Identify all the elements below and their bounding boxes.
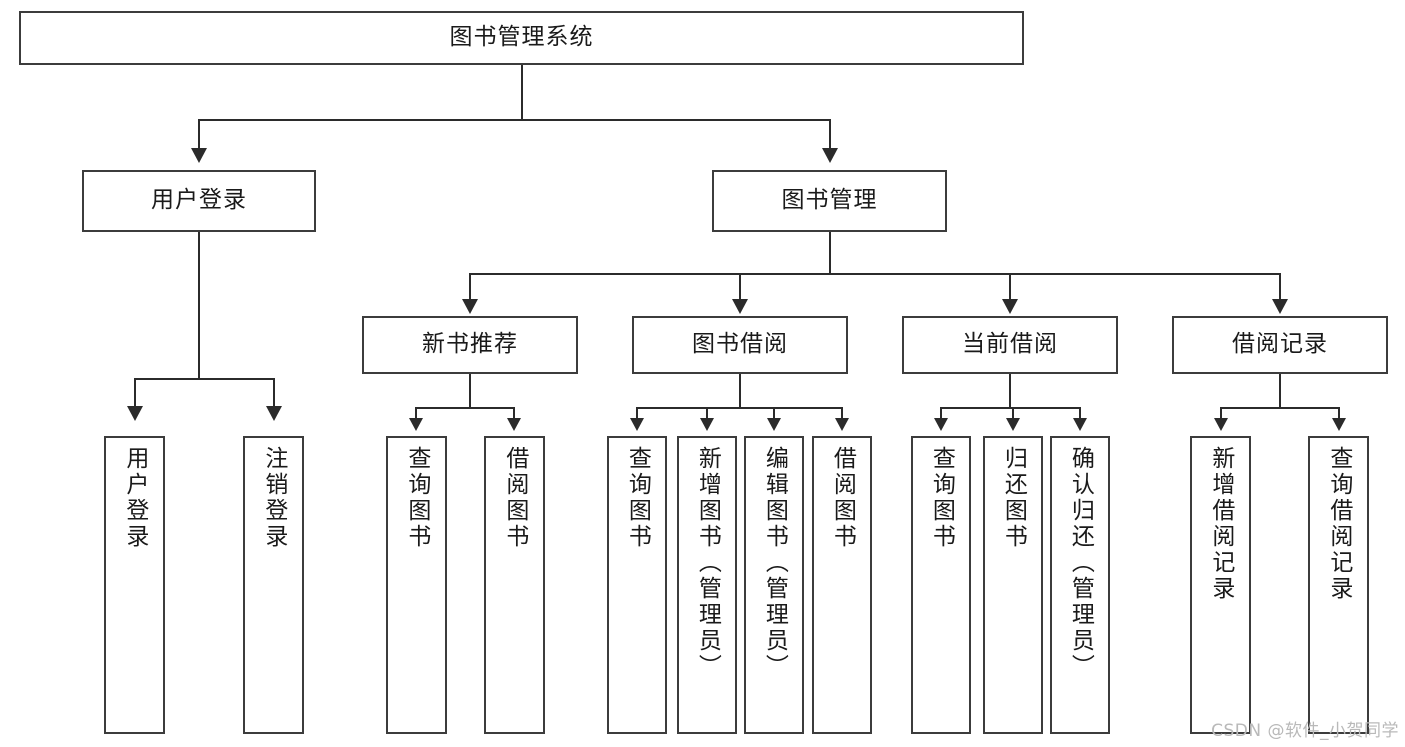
connector-record-to-leaf-2 bbox=[1338, 407, 1340, 419]
connector-recommend-to-leaf-1 bbox=[415, 407, 417, 419]
node-label: 当前借阅 bbox=[962, 331, 1058, 358]
node-label: 借阅记录 bbox=[1232, 331, 1328, 358]
node-book-borrow[interactable]: 图书借阅 bbox=[632, 316, 848, 374]
connector-book-manage-stem bbox=[829, 232, 831, 274]
connector-current-bus bbox=[940, 407, 1080, 409]
node-leaf-query-book-current[interactable]: 查询图书 bbox=[911, 436, 971, 734]
connector-record-bus bbox=[1220, 407, 1339, 409]
connector-book-manage-to-borrow bbox=[739, 273, 741, 300]
arrow-user-login-to-leaf-1 bbox=[127, 406, 143, 421]
node-leaf-query-borrow-record[interactable]: 查询借阅记录 bbox=[1308, 436, 1369, 734]
connector-root-to-book-manage bbox=[829, 119, 831, 149]
node-leaf-borrow-book[interactable]: 借阅图书 bbox=[812, 436, 872, 734]
node-leaf-borrow-book-recommend[interactable]: 借阅图书 bbox=[484, 436, 545, 734]
node-leaf-user-login[interactable]: 用户登录 bbox=[104, 436, 165, 734]
connector-record-stem bbox=[1279, 374, 1281, 408]
node-label: 图书管理系统 bbox=[449, 24, 594, 51]
connector-borrow-stem bbox=[739, 374, 741, 408]
connector-current-to-leaf-2 bbox=[1012, 407, 1014, 419]
node-label: 图书借阅 bbox=[692, 331, 788, 358]
connector-root-to-user-login bbox=[198, 119, 200, 149]
connector-user-login-to-leaf-1 bbox=[134, 378, 136, 407]
arrow-root-to-user-login bbox=[191, 148, 207, 163]
node-label: 查询图书 bbox=[928, 446, 955, 550]
node-label: 确认归还（管理员） bbox=[1067, 446, 1094, 680]
connector-borrow-to-leaf-3 bbox=[773, 407, 775, 419]
arrow-book-manage-to-recommend bbox=[462, 299, 478, 314]
connector-root-bus bbox=[198, 119, 830, 121]
connector-book-manage-bus bbox=[469, 273, 1280, 275]
node-label: 用户登录 bbox=[121, 446, 148, 550]
arrow-user-login-to-leaf-2 bbox=[266, 406, 282, 421]
node-label: 查询图书 bbox=[403, 446, 430, 550]
connector-book-manage-to-recommend bbox=[469, 273, 471, 300]
node-borrow-record[interactable]: 借阅记录 bbox=[1172, 316, 1388, 374]
node-leaf-query-book-borrow[interactable]: 查询图书 bbox=[607, 436, 667, 734]
node-label: 借阅图书 bbox=[829, 446, 856, 550]
connector-current-stem bbox=[1009, 374, 1011, 408]
node-label: 注销登录 bbox=[260, 446, 287, 550]
connector-borrow-to-leaf-1 bbox=[636, 407, 638, 419]
arrow-root-to-book-manage bbox=[822, 148, 838, 163]
arrow-book-manage-to-record bbox=[1272, 299, 1288, 314]
arrow-recommend-to-leaf-1 bbox=[409, 418, 423, 431]
arrow-borrow-to-leaf-2 bbox=[700, 418, 714, 431]
connector-book-manage-to-current bbox=[1009, 273, 1011, 300]
connector-book-manage-to-record bbox=[1279, 273, 1281, 300]
csdn-watermark: CSDN @软件_小贺同学 bbox=[1211, 721, 1399, 741]
arrow-book-manage-to-borrow bbox=[732, 299, 748, 314]
connector-current-to-leaf-3 bbox=[1079, 407, 1081, 419]
node-user-login[interactable]: 用户登录 bbox=[82, 170, 316, 232]
connector-record-to-leaf-1 bbox=[1220, 407, 1222, 419]
arrow-record-to-leaf-2 bbox=[1332, 418, 1346, 431]
node-label: 图书管理 bbox=[781, 187, 878, 214]
node-current-borrow[interactable]: 当前借阅 bbox=[902, 316, 1118, 374]
connector-root-stem bbox=[521, 65, 523, 119]
node-book-management[interactable]: 图书管理 bbox=[712, 170, 947, 232]
node-leaf-logout-login[interactable]: 注销登录 bbox=[243, 436, 304, 734]
arrow-recommend-to-leaf-2 bbox=[507, 418, 521, 431]
node-label: 借阅图书 bbox=[501, 446, 528, 550]
node-leaf-add-borrow-record[interactable]: 新增借阅记录 bbox=[1190, 436, 1251, 734]
node-leaf-add-book[interactable]: 新增图书（管理员） bbox=[677, 436, 737, 734]
node-label: 归还图书 bbox=[1000, 446, 1027, 550]
node-label: 编辑图书（管理员） bbox=[761, 446, 788, 680]
node-leaf-edit-book[interactable]: 编辑图书（管理员） bbox=[744, 436, 804, 734]
connector-recommend-to-leaf-2 bbox=[513, 407, 515, 419]
node-new-book-recommend[interactable]: 新书推荐 bbox=[362, 316, 578, 374]
connector-user-login-to-leaf-2 bbox=[273, 378, 275, 407]
node-label: 用户登录 bbox=[151, 187, 247, 214]
arrow-record-to-leaf-1 bbox=[1214, 418, 1228, 431]
connector-borrow-to-leaf-4 bbox=[841, 407, 843, 419]
arrow-borrow-to-leaf-1 bbox=[630, 418, 644, 431]
arrow-current-to-leaf-2 bbox=[1006, 418, 1020, 431]
arrow-borrow-to-leaf-3 bbox=[767, 418, 781, 431]
node-label: 查询借阅记录 bbox=[1325, 446, 1352, 602]
node-label: 新增借阅记录 bbox=[1207, 446, 1234, 602]
arrow-borrow-to-leaf-4 bbox=[835, 418, 849, 431]
connector-current-to-leaf-1 bbox=[940, 407, 942, 419]
connector-user-login-stem bbox=[198, 232, 200, 378]
connector-user-login-bus bbox=[134, 378, 274, 380]
node-leaf-confirm-return[interactable]: 确认归还（管理员） bbox=[1050, 436, 1110, 734]
node-leaf-query-book-recommend[interactable]: 查询图书 bbox=[386, 436, 447, 734]
node-label: 新书推荐 bbox=[422, 331, 518, 358]
connector-recommend-stem bbox=[469, 374, 471, 408]
node-leaf-return-book[interactable]: 归还图书 bbox=[983, 436, 1043, 734]
connector-borrow-to-leaf-2 bbox=[706, 407, 708, 419]
connector-borrow-bus bbox=[636, 407, 842, 409]
arrow-current-to-leaf-3 bbox=[1073, 418, 1087, 431]
arrow-book-manage-to-current bbox=[1002, 299, 1018, 314]
node-label: 新增图书（管理员） bbox=[694, 446, 721, 680]
node-book-management-system[interactable]: 图书管理系统 bbox=[19, 11, 1024, 65]
node-label: 查询图书 bbox=[624, 446, 651, 550]
connector-recommend-bus bbox=[415, 407, 514, 409]
arrow-current-to-leaf-1 bbox=[934, 418, 948, 431]
